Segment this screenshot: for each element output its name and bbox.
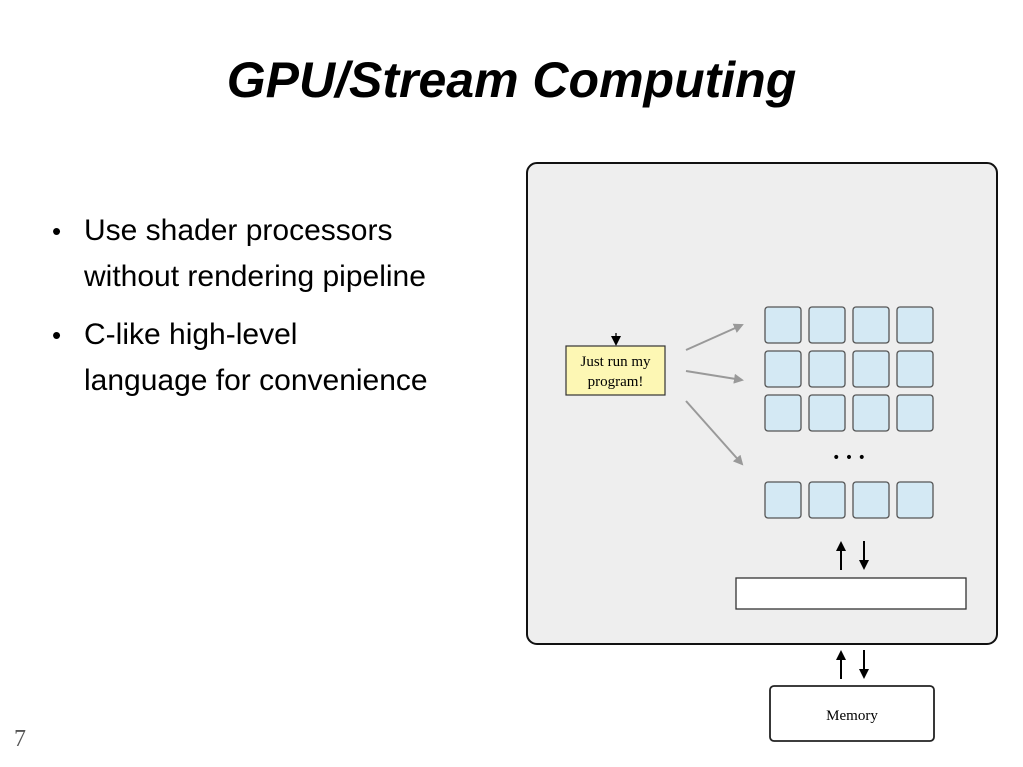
- memory-box: [769, 685, 935, 742]
- bullet-list: • Use shader processors without renderin…: [52, 208, 512, 416]
- memory-label: Memory: [826, 708, 878, 724]
- processor-core: [852, 394, 890, 432]
- program-note-line2: program!: [588, 374, 644, 390]
- grid-cache-arrows: [836, 541, 869, 570]
- processor-core: [808, 350, 846, 388]
- program-note-line1: Just run my: [580, 354, 651, 370]
- panel-memory-arrows: [836, 650, 869, 679]
- processor-core: [808, 394, 846, 432]
- processor-core: [896, 306, 934, 344]
- dispatch-arrow: [685, 323, 744, 351]
- processor-ellipsis: • • •: [832, 450, 866, 466]
- bullet-dot: •: [52, 320, 62, 350]
- processor-core: [808, 306, 846, 344]
- gpu-panel: [526, 162, 998, 645]
- slide-number: 7: [14, 726, 26, 752]
- bullet-dot: •: [52, 216, 62, 246]
- bullet-text-line: C-like high-level: [84, 318, 298, 351]
- bullet-item: • Use shader processors without renderin…: [52, 208, 512, 300]
- bullet-text-line: without rendering pipeline: [84, 260, 426, 293]
- shared-cache-bar: [735, 577, 967, 610]
- processor-core: [896, 481, 934, 519]
- bullet-text-line: Use shader processors: [84, 214, 393, 247]
- processor-core: [764, 394, 802, 432]
- processor-core: [852, 350, 890, 388]
- processor-core: [808, 481, 846, 519]
- bullet-text-line: language for convenience: [84, 364, 428, 397]
- slide-title: GPU/Stream Computing: [226, 52, 797, 108]
- dispatch-arrow: [685, 400, 744, 466]
- processor-grid: [764, 306, 934, 519]
- processor-core: [764, 350, 802, 388]
- processor-core: [764, 306, 802, 344]
- processor-core: [764, 481, 802, 519]
- bullet-item: • C-like high-level language for conveni…: [52, 312, 512, 404]
- processor-core: [852, 481, 890, 519]
- dispatch-arrow: [685, 370, 744, 384]
- program-note: [565, 345, 666, 396]
- processor-core: [896, 350, 934, 388]
- processor-core: [852, 306, 890, 344]
- processor-core: [896, 394, 934, 432]
